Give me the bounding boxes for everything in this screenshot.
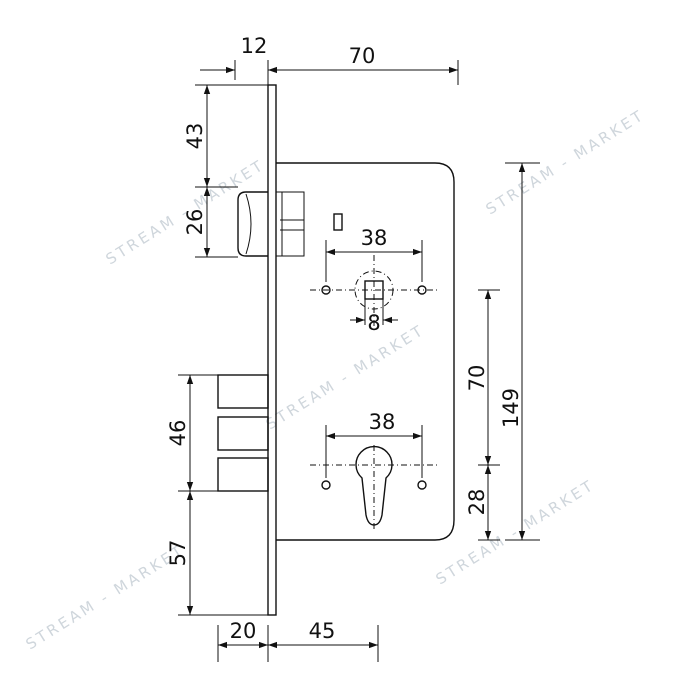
- watermark-group: STREAM - MARKET STREAM - MARKET STREAM -…: [23, 106, 648, 654]
- dim-label-38-cylinder: 38: [369, 410, 396, 434]
- watermark-text-3: STREAM - MARKET: [263, 321, 428, 434]
- watermark-text-4: STREAM - MARKET: [433, 476, 598, 589]
- dim-label-149: 149: [499, 388, 523, 428]
- dimension-cylinder: 38: [325, 410, 423, 478]
- dimension-right: 70 28 149: [465, 162, 540, 541]
- dim-label-26: 26: [183, 209, 207, 236]
- latch-guide: [275, 191, 305, 257]
- dimension-top: 12 70: [200, 34, 459, 85]
- dimension-left: 43 26 46 57: [166, 84, 268, 616]
- dim-label-8: 8: [367, 311, 380, 335]
- watermark-text-5: STREAM - MARKET: [23, 541, 188, 654]
- dim-label-57: 57: [166, 540, 190, 567]
- deadbolt-1: [217, 374, 269, 409]
- deadbolt-3: [217, 457, 269, 492]
- watermark-text-2: STREAM - MARKET: [483, 106, 648, 219]
- dim-label-38-hub: 38: [361, 226, 388, 250]
- handle-fixing-hole-left: [321, 285, 331, 295]
- dim-label-45: 45: [309, 619, 336, 643]
- cylinder-fixing-hole-left: [321, 480, 331, 490]
- cylinder-profile: [355, 445, 393, 526]
- dim-label-43: 43: [183, 123, 207, 150]
- dim-label-20: 20: [230, 619, 257, 643]
- dimension-bottom: 20 45: [217, 619, 379, 662]
- dimension-hub: 38 8: [325, 226, 423, 335]
- dim-label-46: 46: [166, 420, 190, 447]
- dim-label-70-right: 70: [465, 365, 489, 392]
- lock-case: [276, 162, 455, 541]
- cylinder-fixing-hole-right: [417, 480, 427, 490]
- dim-label-70-top: 70: [349, 44, 376, 68]
- latch-slot: [333, 213, 343, 231]
- handle-fixing-hole-right: [417, 285, 427, 295]
- deadbolt-2: [217, 416, 269, 451]
- latch-bevel: [245, 193, 252, 255]
- lock-body: [217, 84, 455, 616]
- dim-label-12: 12: [241, 34, 268, 58]
- dim-label-28: 28: [465, 489, 489, 516]
- latch-bolt: [237, 191, 268, 257]
- faceplate: [267, 84, 277, 616]
